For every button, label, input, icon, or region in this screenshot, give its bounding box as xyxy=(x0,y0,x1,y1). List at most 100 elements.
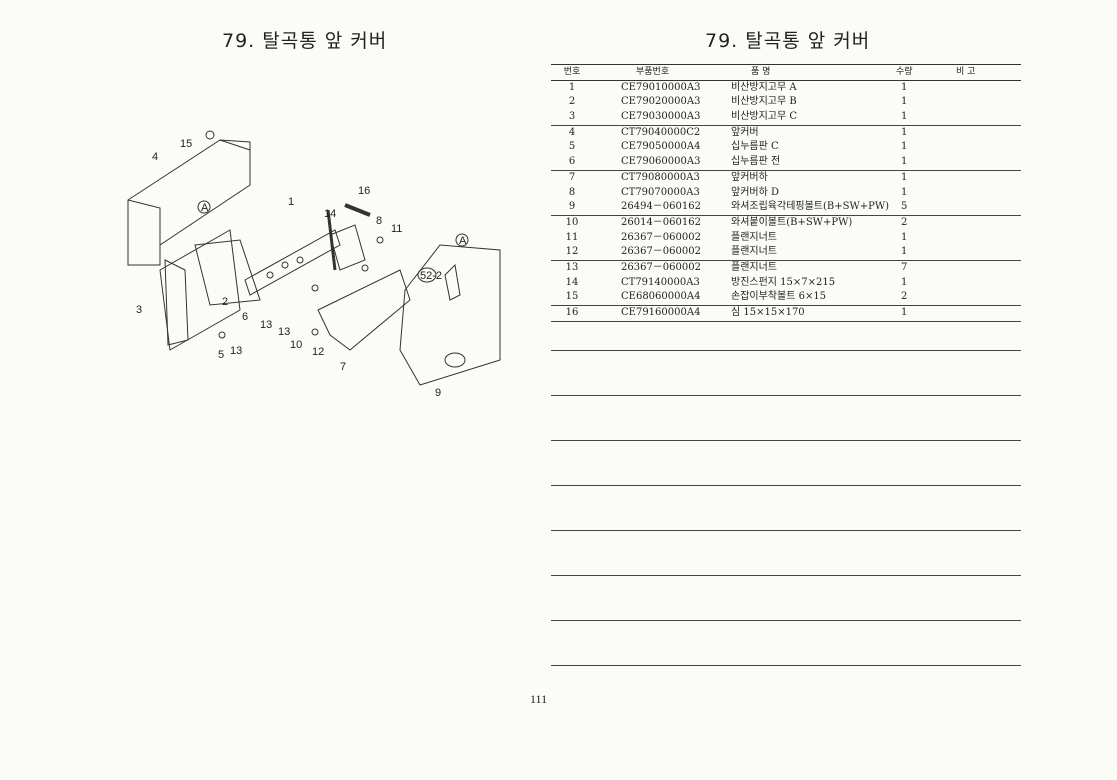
cell-no: 4 xyxy=(568,126,576,138)
label-15: 15 xyxy=(180,138,192,150)
label-8: 8 xyxy=(376,215,382,227)
cell-qty: 1 xyxy=(901,111,908,123)
cell-name: 앞커버하 D xyxy=(731,186,779,198)
cell-qty: 1 xyxy=(901,96,908,108)
cell-part-number: CT79080000A3 xyxy=(621,171,700,183)
cell-name: 비산방지고무 C xyxy=(731,111,798,123)
label-1: 1 xyxy=(288,196,294,208)
blank-rule xyxy=(551,485,1021,486)
label-6: 6 xyxy=(242,311,248,323)
cell-name: 플랜지너트 xyxy=(731,246,777,258)
left-page-title: 79. 탈곡통 앞 커버 xyxy=(222,30,388,52)
cell-qty: 7 xyxy=(901,261,908,273)
cell-no: 1 xyxy=(568,81,576,93)
header-name: 품 명 xyxy=(751,67,771,77)
label-12: 12 xyxy=(312,346,324,358)
table-row: 7 CT79080000A3 앞커버하 1 xyxy=(551,171,1021,186)
cell-no: 8 xyxy=(568,186,576,198)
table-row: 15 CE68060000A4 손잡이부착볼트 6×15 2 xyxy=(551,290,1021,306)
cell-no: 9 xyxy=(568,201,576,213)
cell-name: 방진스펀지 15×7×215 xyxy=(731,276,836,288)
cell-no: 2 xyxy=(568,96,576,108)
cell-qty: 1 xyxy=(901,307,908,318)
cell-part-number: CE79030000A3 xyxy=(621,111,701,123)
table-row: 12 26367－060002 플랜지너트 1 xyxy=(551,245,1021,261)
table-header: 번호 부품번호 품 명 수량 비 고 xyxy=(551,64,1021,81)
blank-rule xyxy=(551,665,1021,666)
cell-part-number: CT79040000C2 xyxy=(621,126,701,138)
cell-no: 6 xyxy=(568,156,576,168)
cell-no: 10 xyxy=(565,216,579,228)
label-3: 3 xyxy=(136,304,142,316)
cell-qty: 1 xyxy=(901,246,908,258)
label-16: 16 xyxy=(358,185,370,197)
cell-no: 11 xyxy=(565,231,579,243)
cell-qty: 5 xyxy=(901,201,908,213)
cell-name: 심 15×15×170 xyxy=(731,307,805,318)
cell-name: 앞커버하 xyxy=(731,171,768,183)
label-13a: 13 xyxy=(260,319,272,331)
cell-qty: 2 xyxy=(901,216,908,228)
page-number: 111 xyxy=(530,692,548,706)
header-part-number: 부품번호 xyxy=(636,67,670,77)
label-A-right: A xyxy=(459,235,467,247)
label-9: 9 xyxy=(435,387,441,399)
blank-rule xyxy=(551,440,1021,441)
cell-qty: 2 xyxy=(901,291,908,303)
cell-no: 12 xyxy=(565,246,579,258)
blank-rule xyxy=(551,395,1021,396)
blank-rule xyxy=(551,620,1021,621)
label-5: 5 xyxy=(218,349,224,361)
cell-name: 와셔붙이볼트(B+SW+PW) xyxy=(731,216,853,228)
cell-no: 15 xyxy=(565,291,579,303)
cell-no: 16 xyxy=(565,307,579,318)
cell-part-number: 26367－060002 xyxy=(621,246,701,258)
right-page-title: 79. 탈곡통 앞 커버 xyxy=(705,30,871,52)
header-no: 번호 xyxy=(563,67,581,77)
cell-part-number: 26367－060002 xyxy=(621,261,701,273)
cell-part-number: 26494－060162 xyxy=(621,201,701,213)
cell-qty: 1 xyxy=(901,186,908,198)
cell-no: 13 xyxy=(565,261,579,273)
cell-qty: 1 xyxy=(901,231,908,243)
cell-qty: 1 xyxy=(901,171,908,183)
cell-part-number: CE79020000A3 xyxy=(621,96,701,108)
blank-rule xyxy=(551,530,1021,531)
cell-qty: 1 xyxy=(901,276,908,288)
cell-name: 비산방지고무 B xyxy=(731,96,797,108)
cell-qty: 1 xyxy=(901,141,908,153)
blank-rule xyxy=(551,350,1021,351)
label-13c: 13 xyxy=(230,345,242,357)
header-qty: 수량 xyxy=(896,67,913,77)
cell-name: 비산방지고무 A xyxy=(731,81,797,93)
cell-qty: 1 xyxy=(901,126,908,138)
table-row: 14 CT79140000A3 방진스펀지 15×7×215 1 xyxy=(551,276,1021,291)
cell-no: 5 xyxy=(568,141,576,153)
cell-name: 플랜지너트 xyxy=(731,231,777,243)
cell-no: 7 xyxy=(568,171,576,183)
label-2: 2 xyxy=(222,296,228,308)
label-10: 10 xyxy=(290,339,302,351)
cell-part-number: CE79060000A3 xyxy=(621,156,701,168)
cell-no: 14 xyxy=(565,276,579,288)
cell-part-number: CE68060000A4 xyxy=(621,291,701,303)
label-7: 7 xyxy=(340,361,346,373)
cell-part-number: CE79160000A4 xyxy=(621,307,701,318)
exploded-parts-diagram: 15 4 16 1 14 8 11 A A 52-2 3 2 6 13 13 5… xyxy=(127,130,501,399)
blank-rule xyxy=(551,575,1021,576)
header-remarks: 비 고 xyxy=(956,67,976,77)
cell-part-number: CE79050000A4 xyxy=(621,141,701,153)
cell-part-number: 26014－060162 xyxy=(621,216,701,228)
cell-name: 십누름판 전 xyxy=(731,156,781,168)
cell-name: 손잡이부착볼트 6×15 xyxy=(731,291,827,303)
cell-part-number: CT79140000A3 xyxy=(621,276,700,288)
